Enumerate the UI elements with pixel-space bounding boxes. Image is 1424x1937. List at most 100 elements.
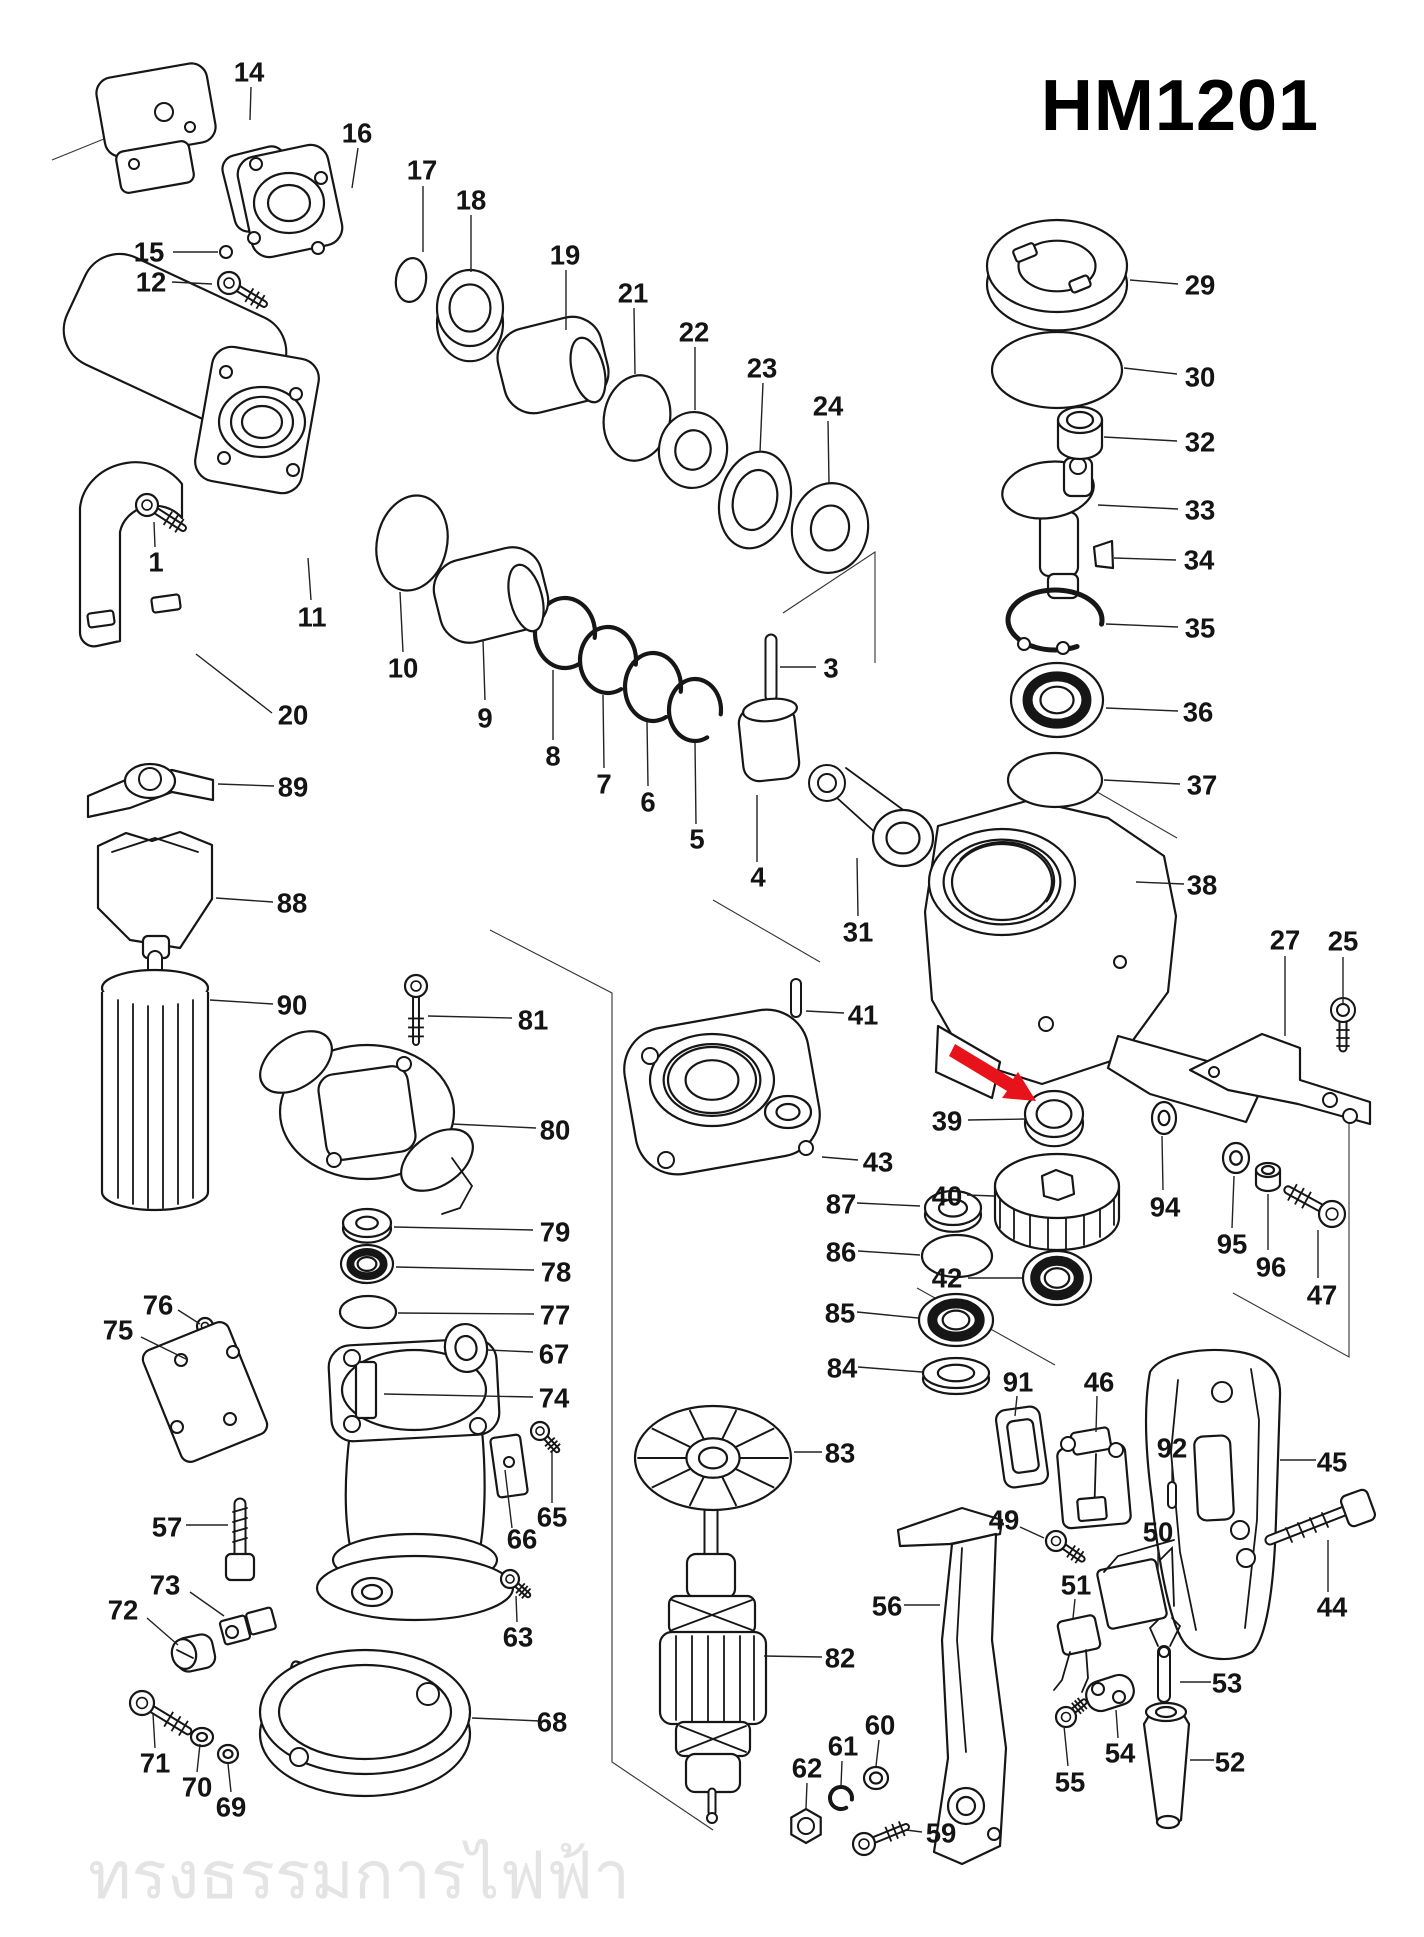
part-number-79: 79 [540, 1217, 571, 1248]
leader-line-82 [763, 1655, 823, 1658]
part-number-53: 53 [1212, 1668, 1243, 1699]
part-number-25: 25 [1328, 926, 1359, 957]
leader-line-43 [821, 1156, 859, 1161]
part-number-40: 40 [932, 1181, 963, 1212]
part-34 [1092, 539, 1115, 570]
part-50 [1096, 1539, 1175, 1630]
part-number-85: 85 [825, 1298, 856, 1329]
part-number-50: 50 [1143, 1517, 1174, 1548]
part-number-78: 78 [541, 1257, 572, 1288]
leader-line-7 [602, 694, 605, 769]
leader-line-95 [1231, 1175, 1235, 1229]
part-68 [258, 1648, 472, 1798]
leader-line-33 [1097, 504, 1179, 510]
part-number-83: 83 [825, 1438, 856, 1469]
leader-line-1 [153, 521, 156, 548]
part-number-91: 91 [1003, 1367, 1034, 1398]
part-number-12: 12 [136, 267, 167, 298]
leader-line-77 [397, 1312, 535, 1315]
leader-line-74 [383, 1393, 534, 1398]
watermark: ทรงธรรมการไฟฟ้า [88, 1838, 630, 1912]
leader-line-41 [805, 1010, 845, 1014]
part-71 [128, 1689, 193, 1737]
part-number-30: 30 [1185, 362, 1216, 393]
leader-line-87 [856, 1202, 921, 1207]
part-43 [623, 1008, 821, 1176]
part-number-18: 18 [456, 185, 487, 216]
part-55 [1054, 1697, 1088, 1729]
leader-line-85 [856, 1311, 919, 1319]
leader-line-81 [427, 1015, 513, 1019]
part-number-87: 87 [826, 1189, 857, 1220]
part-35 [1005, 587, 1105, 655]
part-number-73: 73 [150, 1570, 181, 1601]
model-title: HM1201 [1041, 66, 1319, 146]
part-number-55: 55 [1055, 1767, 1086, 1798]
part-number-63: 63 [503, 1622, 534, 1653]
part-number-76: 76 [143, 1290, 174, 1321]
part-87 [923, 1189, 983, 1233]
part-number-3: 3 [823, 653, 838, 684]
leader-line-36 [1105, 707, 1179, 712]
leader-line-90 [209, 999, 274, 1005]
part-number-66: 66 [507, 1524, 538, 1555]
part-67 [443, 1322, 489, 1374]
leader-line-9 [482, 639, 486, 701]
part-number-62: 62 [792, 1753, 823, 1784]
part-81 [403, 973, 429, 1046]
red-arrow [949, 1044, 1036, 1101]
leader-line-79 [393, 1226, 534, 1231]
part-number-60: 60 [865, 1710, 896, 1741]
part-12 [216, 270, 268, 310]
part-number-51: 51 [1061, 1570, 1092, 1601]
part-5 [666, 676, 724, 744]
part-number-41: 41 [848, 1000, 879, 1031]
leader-line-63 [515, 1595, 518, 1623]
part-82 [658, 1498, 768, 1824]
part-number-8: 8 [545, 741, 560, 772]
leader-line-80 [451, 1123, 537, 1129]
part-number-67: 67 [539, 1339, 570, 1370]
part-number-4: 4 [750, 862, 766, 893]
leader-line-23 [759, 382, 764, 453]
part-62 [790, 1807, 822, 1845]
part-number-5: 5 [689, 824, 704, 855]
part-number-33: 33 [1185, 495, 1216, 526]
part-number-6: 6 [640, 787, 655, 818]
leader-line-55 [1063, 1725, 1069, 1767]
part-number-9: 9 [477, 703, 492, 734]
part-number-81: 81 [518, 1005, 549, 1036]
part-4 [737, 697, 801, 783]
leader-line-29 [1129, 279, 1179, 285]
leader-line-54 [1115, 1709, 1119, 1739]
part-19 [496, 315, 610, 415]
part-39 [1023, 1089, 1085, 1148]
leader-line-11 [307, 557, 312, 601]
part-number-47: 47 [1307, 1280, 1338, 1311]
part-29 [985, 218, 1129, 332]
part-89 [86, 762, 215, 819]
part-53 [1148, 1617, 1182, 1703]
part-30 [990, 330, 1124, 410]
leader-line-20 [195, 653, 273, 714]
part-78 [339, 1243, 395, 1285]
leader-lines [140, 86, 1344, 1833]
construction-line [782, 550, 876, 663]
part-number-1: 1 [148, 547, 163, 578]
leader-line-62 [805, 1782, 808, 1809]
part-37 [1006, 751, 1104, 809]
part-80 [259, 1030, 474, 1215]
construction-line [489, 929, 714, 1831]
part-57 [224, 1497, 256, 1582]
leader-line-78 [395, 1266, 535, 1271]
part-72 [170, 1633, 217, 1673]
leader-line-94 [1161, 1135, 1164, 1191]
part-49 [1044, 1529, 1086, 1564]
part-31 [808, 764, 935, 868]
part-32 [1056, 405, 1104, 461]
leader-line-76 [177, 1309, 201, 1325]
part-number-20: 20 [278, 700, 309, 731]
part-14 [95, 62, 217, 194]
part-number-34: 34 [1184, 545, 1215, 576]
part-83 [633, 1404, 793, 1512]
